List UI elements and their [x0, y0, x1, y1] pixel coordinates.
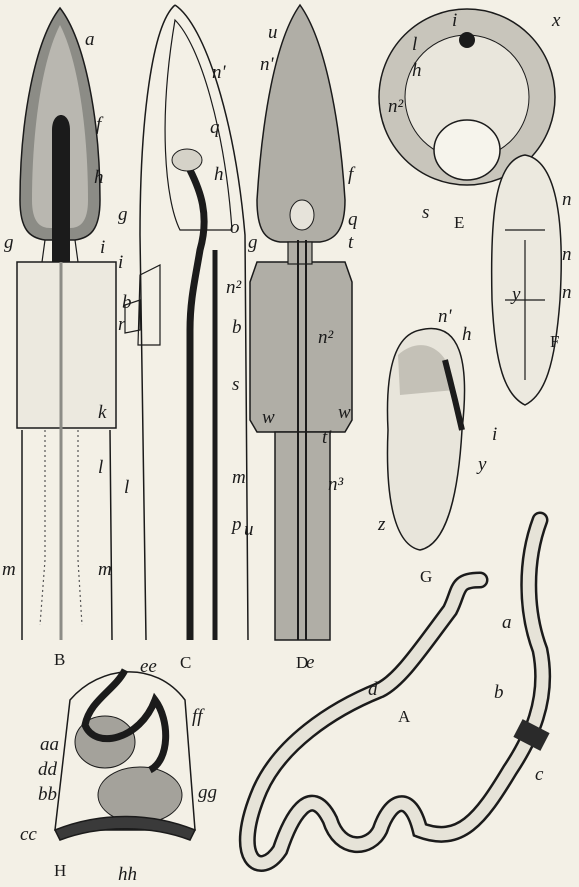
label-b-k: k: [98, 402, 107, 423]
label-b-g: g: [4, 232, 14, 253]
label-d-q: q: [348, 209, 358, 230]
panel-c: [125, 5, 248, 640]
label-c-i: i: [118, 252, 123, 273]
panel-letter-e: E: [454, 213, 465, 232]
label-d-n-prime: n': [260, 54, 275, 75]
panel-d-rosette: [290, 200, 314, 230]
label-d-u-bottom: u: [244, 519, 254, 540]
label-b-l: l: [98, 457, 103, 478]
label-d-t: t: [348, 232, 354, 253]
panel-b-nerve-cord-right: [78, 430, 82, 625]
panel-letter-f: F: [550, 332, 560, 351]
label-g-i: i: [492, 424, 497, 445]
panel-f-outline: [492, 155, 562, 405]
label-e-l: l: [412, 34, 417, 55]
label-h-aa: aa: [40, 734, 59, 755]
label-c-r: r: [118, 314, 126, 335]
label-c-g: g: [118, 204, 128, 225]
label-h-hh: hh: [118, 864, 137, 885]
label-g-y: y: [476, 454, 487, 475]
label-b-a: a: [85, 29, 95, 50]
label-d-n2: n²: [318, 327, 334, 348]
label-h-cc: cc: [20, 824, 37, 845]
panel-a-collar: [518, 728, 545, 742]
label-g-h: h: [462, 324, 472, 345]
panel-g: [387, 328, 464, 550]
label-b-m-right: m: [98, 559, 112, 580]
panel-h-disc: [55, 817, 195, 841]
label-c-m: m: [232, 467, 246, 488]
label-b-b: b: [122, 292, 132, 313]
label-d-g: g: [248, 232, 258, 253]
label-b-m-left: m: [2, 559, 16, 580]
label-b-f: f: [96, 114, 104, 135]
panel-f: [492, 155, 562, 405]
label-d-n3: n³: [328, 474, 344, 495]
panel-d-stem: [288, 242, 312, 264]
label-c-o: o: [230, 217, 240, 238]
label-a-c: c: [535, 764, 544, 785]
label-c-q: q: [210, 117, 220, 138]
panel-letter-h: H: [54, 861, 67, 880]
label-d-w-left: w: [262, 407, 275, 428]
label-h-ee: ee: [140, 656, 157, 677]
panel-letter-a: A: [398, 707, 411, 726]
label-c-l: l: [124, 477, 129, 498]
label-h-gg: gg: [198, 782, 217, 803]
panel-h-body: [98, 767, 182, 823]
label-h-dd: dd: [38, 759, 58, 780]
panel-b-nerve-cord-left: [40, 430, 45, 625]
panel-d: [250, 5, 352, 640]
label-e-x: x: [551, 10, 561, 31]
label-f-n3: n: [562, 282, 572, 303]
panel-c-rosette: [172, 149, 202, 171]
label-f-n2: n: [562, 244, 572, 265]
label-c-n-prime: n': [212, 62, 227, 83]
panel-e-dark-core: [459, 32, 475, 48]
panel-b: [17, 8, 116, 640]
label-a-d: d: [368, 679, 378, 700]
label-a-a: a: [502, 612, 512, 633]
panel-d-body: [275, 432, 330, 640]
label-h-bb: bb: [38, 784, 57, 805]
label-c-n2: n²: [226, 277, 242, 298]
panel-letter-g: G: [420, 567, 433, 586]
label-c-s: s: [232, 374, 239, 395]
label-d-t-prime: t': [322, 427, 332, 448]
label-e-i: i: [452, 10, 457, 31]
panel-c-proboscis: [190, 170, 204, 640]
panel-letter-b: B: [54, 650, 66, 669]
label-g-z: z: [377, 514, 386, 535]
label-d-f: f: [348, 164, 356, 185]
label-d-w-right: w: [338, 402, 351, 423]
label-e-s: s: [422, 202, 429, 223]
panel-letter-d: D: [296, 653, 309, 672]
label-c-h: h: [214, 164, 224, 185]
label-h-ff: ff: [192, 706, 205, 727]
label-g-n-prime: n': [438, 306, 453, 327]
label-c-p: p: [230, 514, 242, 535]
label-f-y: y: [510, 284, 521, 305]
label-b-i: i: [100, 237, 105, 258]
label-a-b: b: [494, 682, 504, 703]
label-f-n1: n: [562, 189, 572, 210]
panel-h: [55, 670, 195, 840]
panel-letter-c: C: [180, 653, 192, 672]
label-d-u-top: u: [268, 22, 278, 43]
label-c-b: b: [232, 317, 242, 338]
label-e-h: h: [412, 60, 422, 81]
label-b-h: h: [94, 167, 104, 188]
label-e-n2: n²: [388, 96, 404, 117]
panel-e-lumen: [434, 120, 500, 180]
